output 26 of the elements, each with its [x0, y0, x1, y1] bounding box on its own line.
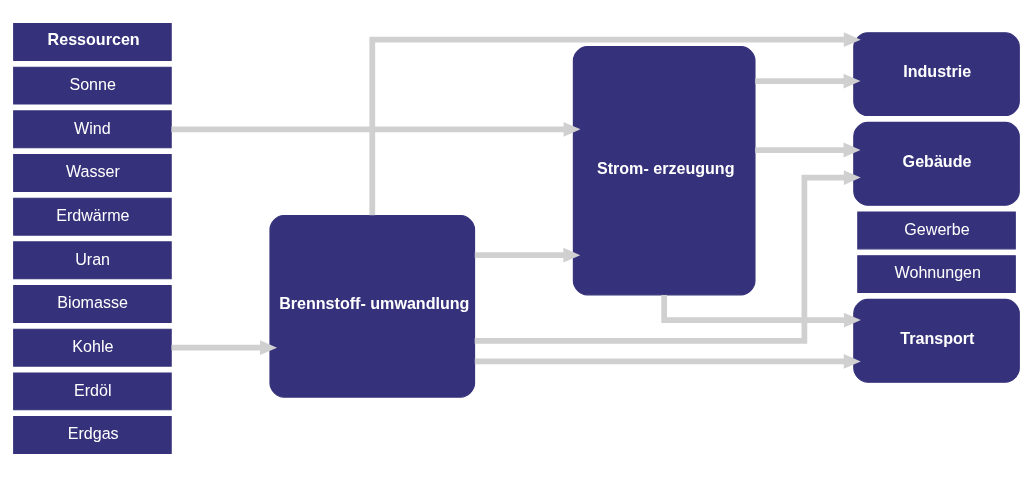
node-box: Kohle [12, 328, 172, 367]
node-box: Strom- erzeugung [572, 46, 756, 296]
node-box: Wind [12, 110, 172, 149]
arrow [474, 170, 861, 344]
node-box: Sonne [12, 66, 172, 105]
node-box: Uran [12, 241, 172, 280]
node-box: Gewerbe [856, 211, 1016, 250]
node-box: Erdwärme [12, 197, 172, 236]
arrow [754, 142, 861, 158]
node-box: Gebäude [852, 121, 1020, 206]
node-box: Erdgas [12, 416, 172, 454]
node-box: Erdöl [12, 372, 172, 411]
arrow [170, 121, 581, 137]
arrow [660, 295, 861, 328]
arrow [754, 73, 861, 89]
node-box: Ressourcen [12, 23, 172, 61]
node-box: Transport [852, 298, 1020, 383]
arrow [474, 247, 580, 263]
node-box: Wohnungen [856, 255, 1016, 294]
node-box: Wasser [12, 154, 172, 192]
node-box: Biomasse [12, 285, 172, 323]
arrow [171, 340, 277, 356]
arrow [368, 32, 861, 216]
arrow [474, 354, 861, 369]
node-box: Brennstoff- umwandlung [268, 214, 475, 398]
node-box: Industrie [852, 32, 1020, 117]
